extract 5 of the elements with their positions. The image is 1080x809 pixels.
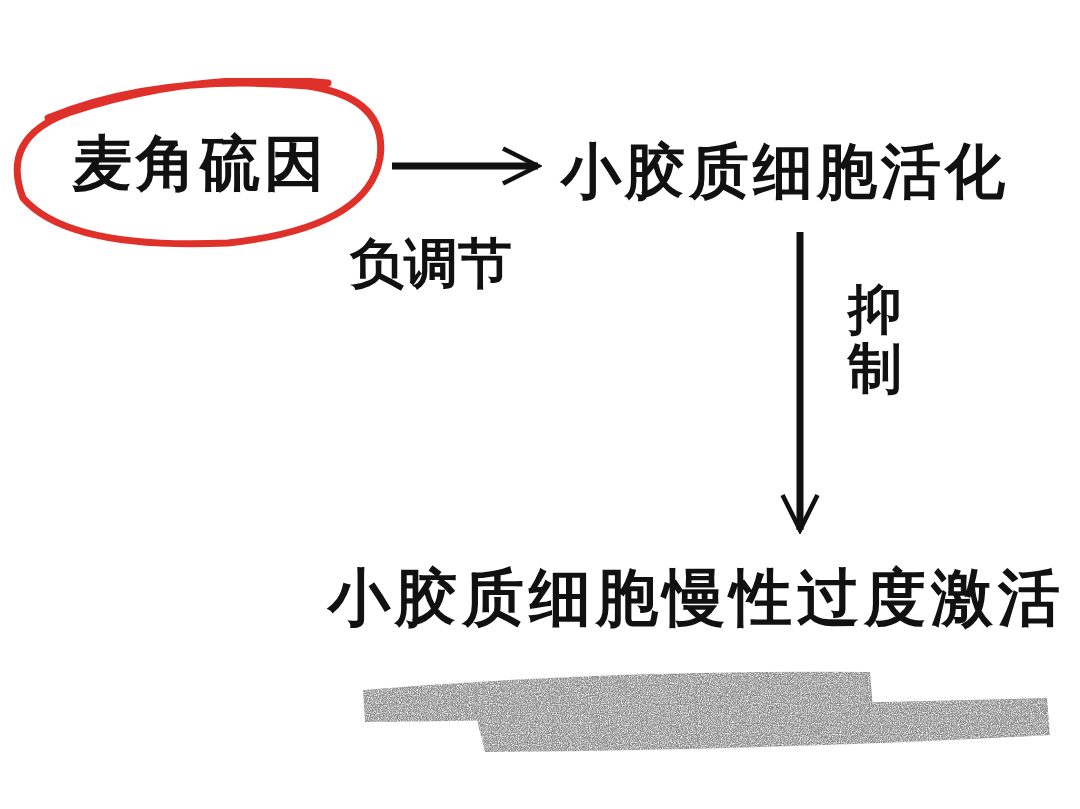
edge-label: 负调节 — [350, 231, 512, 297]
node-label: 小胶质细胞慢性过度激活 — [327, 559, 1065, 636]
node-label: 小胶质细胞活化 — [561, 134, 1009, 208]
edge-label: 抑制 — [848, 280, 902, 399]
node-label: 麦角硫因 — [72, 126, 328, 200]
